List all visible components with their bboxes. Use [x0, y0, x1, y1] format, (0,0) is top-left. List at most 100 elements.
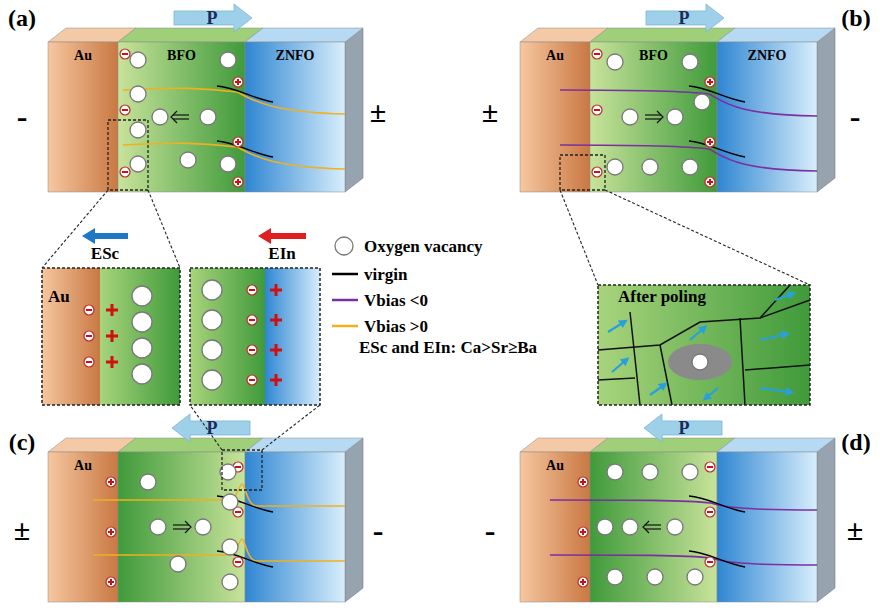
oxygen-vacancy [694, 94, 710, 110]
domain-arrow [760, 388, 790, 392]
band-line [560, 90, 817, 116]
virgin-band-line [217, 141, 273, 157]
oxygen-vacancy [150, 519, 166, 535]
oxygen-vacancy [642, 464, 658, 480]
oxygen-vacancy [667, 519, 683, 535]
bfo-layer [118, 42, 245, 192]
drift-arrow [173, 521, 191, 533]
au-layer [48, 452, 118, 602]
defect-region [668, 344, 732, 380]
domain-wall [598, 300, 810, 350]
top-face [717, 28, 835, 42]
virgin-band-line [689, 496, 745, 512]
figure-label: ± [482, 97, 498, 127]
polarization-arrow [172, 414, 250, 442]
layer-box: Au [520, 42, 590, 192]
layer-label: Au [546, 458, 564, 473]
inset-frame [598, 285, 810, 405]
figure-label: (c) [9, 430, 36, 454]
oxygen-vacancy [667, 109, 683, 125]
top-face [590, 28, 735, 42]
figure-label: - [373, 514, 384, 546]
top-face [717, 438, 835, 452]
figure-label: (a) [8, 6, 36, 30]
oxygen-vacancy [607, 464, 623, 480]
side-face [817, 438, 835, 602]
virgin-band-line [217, 86, 273, 102]
zoom-leader [190, 405, 222, 450]
domain-wall [760, 285, 790, 318]
oxygen-vacancy [222, 574, 238, 590]
layer-box: Au [48, 42, 118, 192]
layer-box: Au [520, 452, 590, 602]
positive-charge [106, 304, 118, 316]
top-face [245, 28, 363, 42]
negative-charge [233, 557, 243, 567]
negative-charge [84, 305, 94, 315]
zoom-leader [560, 190, 598, 285]
figure-label: (b) [841, 6, 870, 30]
oxygen-vacancy [130, 52, 146, 68]
layer-box: ZNFO [717, 42, 817, 192]
positive-charge [106, 527, 116, 537]
layer-label: BFO [639, 48, 668, 63]
positive-charge [578, 477, 588, 487]
negative-charge [120, 167, 130, 177]
polarization-arrow [646, 4, 724, 32]
legend-line-sample [332, 325, 358, 328]
negative-charge [592, 105, 602, 115]
znfo-layer [245, 452, 345, 602]
znfo-layer [717, 452, 817, 602]
legend-text: Vbias >0 [364, 318, 428, 335]
zoom-leader [148, 190, 180, 268]
domain-arrow [608, 322, 624, 332]
figure-label: - [850, 100, 861, 132]
oxygen-vacancy [220, 52, 236, 68]
zoom-box [108, 120, 148, 190]
oxygen-vacancy [152, 109, 168, 125]
oxygen-vacancy [682, 464, 698, 480]
layer-label: After poling [618, 288, 706, 307]
domain-wall [740, 318, 745, 405]
legend-text: virgin [364, 266, 407, 283]
positive-charge [106, 477, 116, 487]
oxygen-vacancy [132, 338, 152, 358]
heterostructure-block [520, 438, 835, 602]
oxygen-vacancy [132, 364, 152, 384]
bfo-layer [118, 452, 245, 602]
negative-charge [247, 315, 257, 325]
positive-charge [705, 137, 715, 147]
virgin-band-line [689, 551, 745, 567]
drift-arrow [645, 111, 663, 123]
positive-charge [106, 577, 116, 587]
layer-label: ZNFO [276, 48, 315, 63]
oxygen-vacancy [687, 569, 703, 585]
oxygen-vacancy [607, 569, 623, 585]
layer-box: BFO [590, 42, 717, 192]
negative-charge [84, 357, 94, 367]
domain-arrow [690, 328, 704, 340]
negative-charge [120, 105, 130, 115]
oxygen-vacancy [132, 286, 152, 306]
zoom-leader [262, 405, 320, 450]
top-face [118, 438, 263, 452]
zoom-box [222, 450, 262, 490]
legend-line-sample [332, 299, 358, 302]
oxygen-vacancy [647, 569, 663, 585]
oxygen-vacancy [200, 109, 216, 125]
positive-charge [578, 527, 588, 537]
legend-text: Oxygen vacancy [364, 238, 483, 255]
figure-label: ESc and EIn: Ca>Sr≥Ba [359, 339, 537, 356]
polarization-arrow [174, 4, 252, 32]
heterostructure-block [48, 438, 363, 602]
zoom-box [560, 155, 605, 190]
positive-charge [106, 330, 118, 342]
layer-label: BFO [167, 48, 196, 63]
figure-label: P [679, 9, 690, 27]
oxygen-vacancy [220, 156, 236, 172]
legend-text: Vbias <0 [364, 292, 428, 309]
heterostructure-block [520, 28, 835, 192]
positive-charge [233, 177, 243, 187]
negative-charge [120, 49, 130, 59]
